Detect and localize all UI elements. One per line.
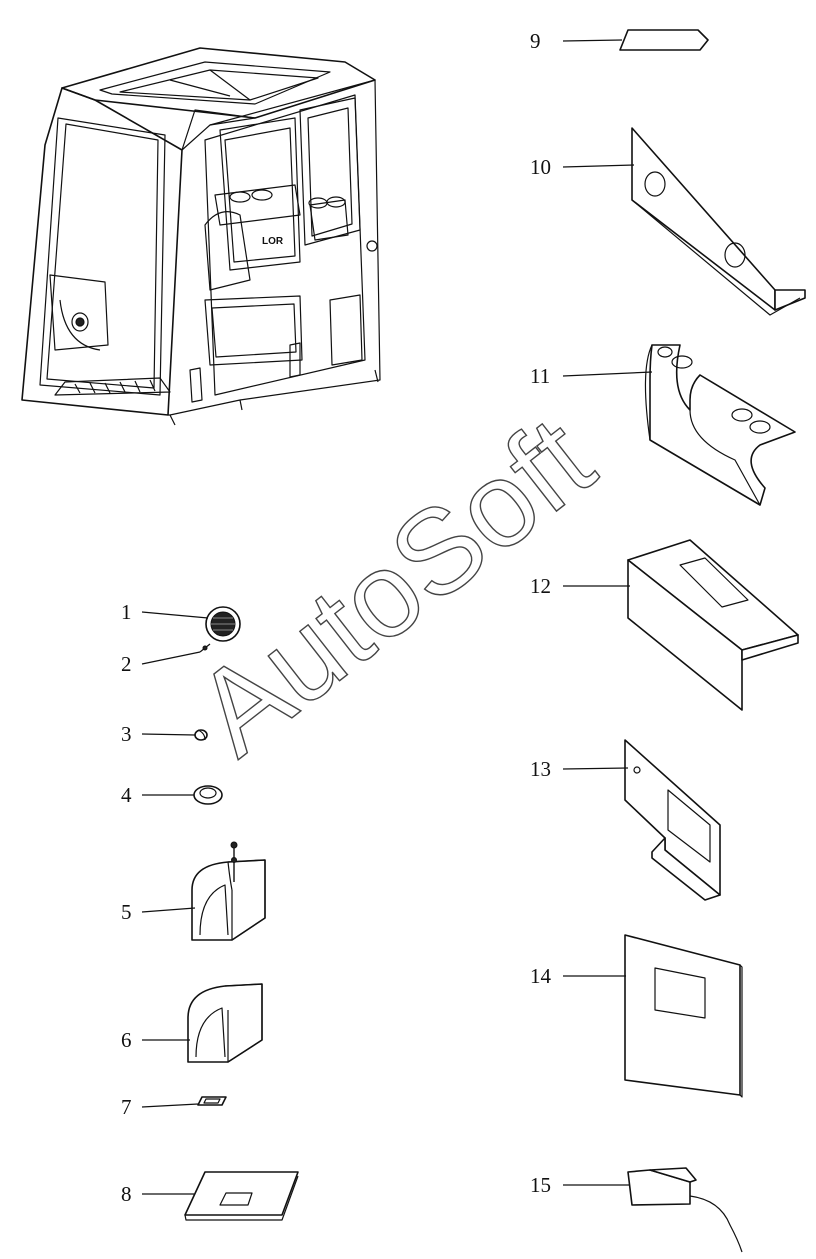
- part-14-panel-with-window: [624, 934, 743, 1098]
- part-6-trim-cover: [187, 983, 263, 1063]
- part-12-angle-cover: [627, 539, 799, 711]
- part-13-plate-with-window: [624, 739, 721, 901]
- callout-12: 12: [530, 574, 551, 598]
- part-4-grommet: [193, 785, 223, 805]
- svg-text:LOR: LOR: [262, 236, 284, 247]
- callout-14: 14: [530, 964, 552, 988]
- leader-lines: [141, 39, 653, 1195]
- part-9-small-cover: [619, 29, 709, 51]
- callout-15: 15: [530, 1173, 551, 1197]
- callout-labels: 1 2 3 4 5 6 7 8 9 10 11 12 13 14 15: [121, 29, 552, 1206]
- callout-9: 9: [530, 29, 541, 53]
- callout-13: 13: [530, 757, 551, 781]
- callout-1: 1: [121, 600, 132, 624]
- part-1-dome-lamp: [205, 606, 241, 642]
- part-10-angle-bracket: [631, 127, 806, 316]
- part-11-curved-bracket: [644, 344, 796, 506]
- callout-11: 11: [530, 364, 550, 388]
- part-5-trim-cover-with-bolt: [191, 841, 266, 941]
- callout-3: 3: [121, 722, 132, 746]
- callout-10: 10: [530, 155, 551, 179]
- callout-5: 5: [121, 900, 132, 924]
- part-15-connector-with-cable: [627, 1167, 743, 1253]
- callout-6: 6: [121, 1028, 132, 1052]
- part-7-small-seal: [197, 1096, 227, 1106]
- callout-4: 4: [121, 783, 132, 807]
- part-3-plug: [194, 729, 208, 741]
- callout-2: 2: [121, 652, 132, 676]
- cab-assembly: LOR: [21, 47, 381, 426]
- part-8-floor-plate: [184, 1171, 299, 1221]
- callout-7: 7: [121, 1095, 132, 1119]
- callout-8: 8: [121, 1182, 132, 1206]
- part-2-screw: [199, 643, 211, 653]
